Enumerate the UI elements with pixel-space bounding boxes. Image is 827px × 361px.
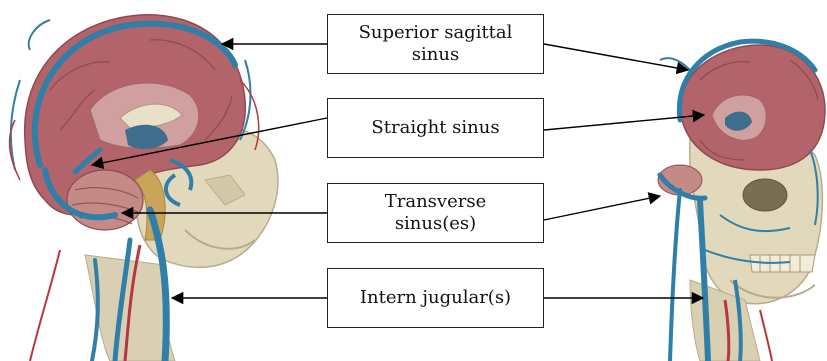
arrow-sss-right: [544, 44, 688, 70]
left-cerebellum: [67, 170, 143, 230]
label-superior-sagittal-sinus: Superior sagittal sinus: [327, 14, 544, 74]
label-intern-jugular: Intern jugular(s): [327, 268, 544, 328]
label-transverse-sinus: Transverse sinus(es): [327, 183, 544, 243]
label-intern-jugular-line1: Intern jugular(s): [360, 287, 511, 309]
label-transverse-line1: Transverse: [385, 191, 487, 213]
label-straight-line1: Straight sinus: [371, 117, 499, 139]
label-transverse-line2: sinus(es): [395, 213, 476, 235]
right-head-illustration: [658, 41, 825, 361]
label-superior-sagittal-line2: sinus: [412, 44, 459, 66]
arrow-ts-right: [544, 196, 660, 220]
left-head-illustration: [10, 15, 278, 361]
label-straight-sinus: Straight sinus: [327, 98, 544, 158]
label-superior-sagittal-line1: Superior sagittal: [359, 22, 513, 44]
